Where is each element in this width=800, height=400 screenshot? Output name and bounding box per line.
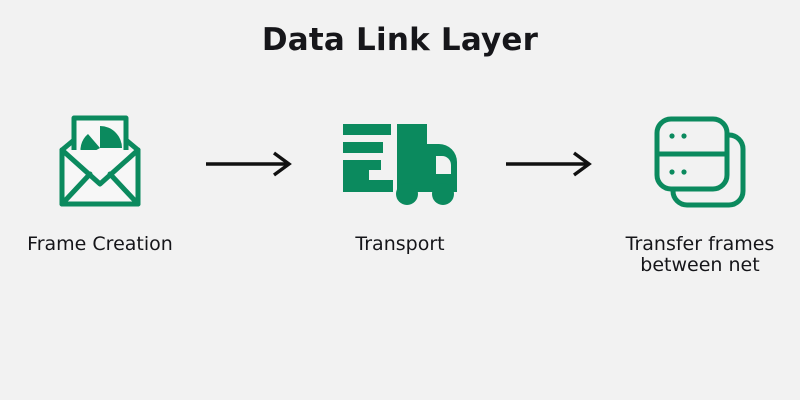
step-icon-wrapper [649,112,751,216]
flow-connector-1 [195,112,305,216]
step-icon-wrapper [341,112,459,216]
server-stack-icon [649,111,751,218]
arrow-right-icon [204,151,296,177]
delivery-truck-icon [341,114,459,215]
flow-step-label: Transfer frames between net [625,233,775,277]
flow-step-label: Transport [355,233,445,255]
flow-step-transfer-frames: Transfer frames between net [605,112,795,277]
process-flow: Frame Creation [0,112,800,297]
arrow-right-icon [504,151,596,177]
flow-connector-2 [495,112,605,216]
step-icon-wrapper [48,112,152,216]
open-envelope-with-chart-letter-icon [48,112,152,217]
flow-step-transport: Transport [305,112,495,255]
flow-step-label: Frame Creation [27,233,173,255]
page-title: Data Link Layer [261,22,539,58]
flow-step-frame-creation: Frame Creation [5,112,195,255]
